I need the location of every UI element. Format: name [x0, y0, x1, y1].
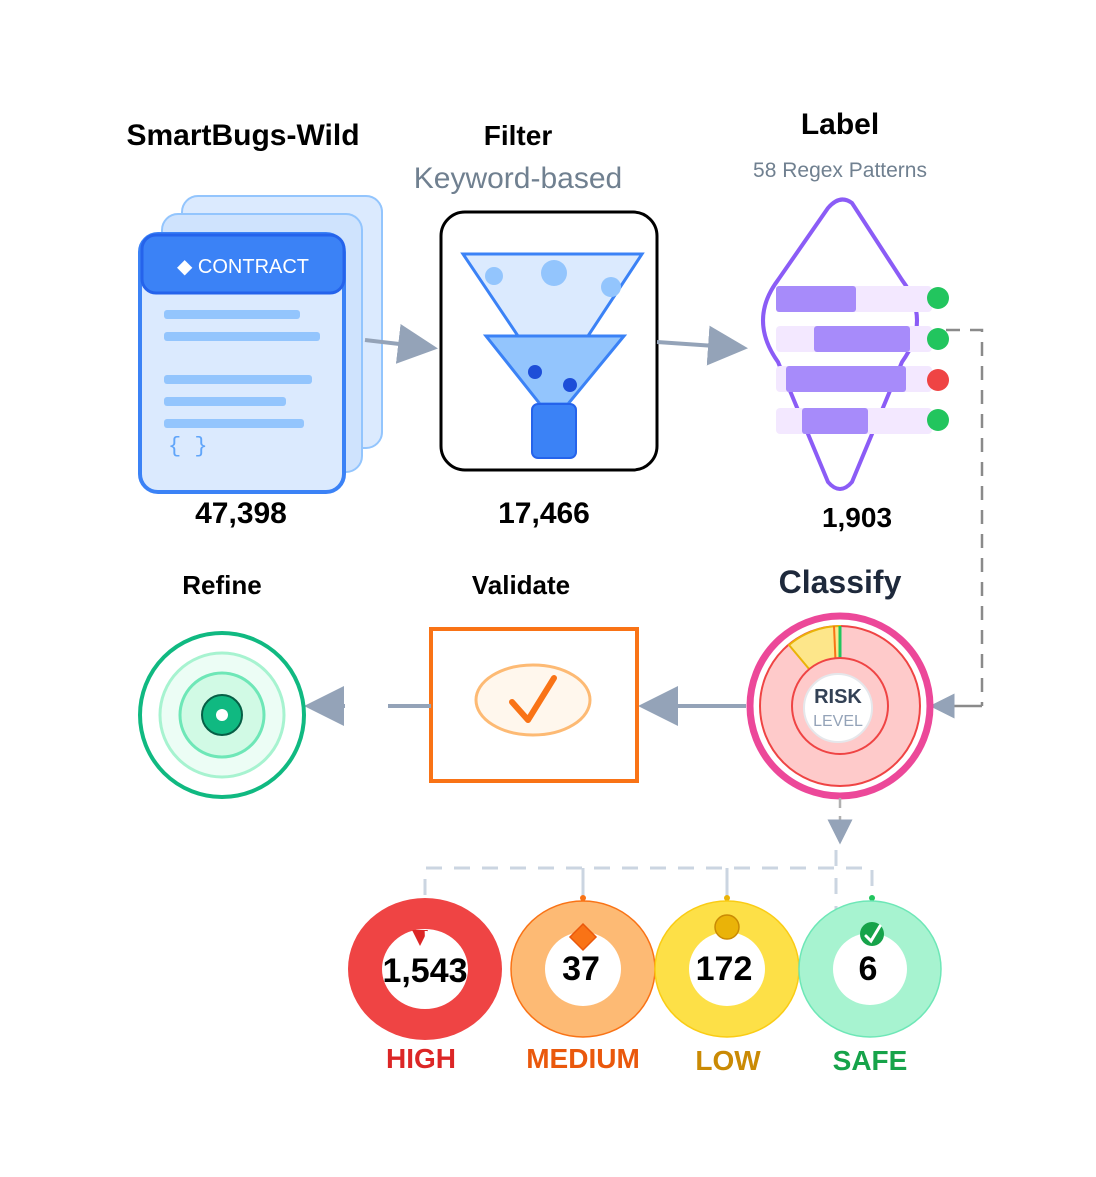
stage-refine: Refine	[138, 570, 306, 799]
arrow-filter-label	[656, 325, 748, 366]
check-badge-icon	[860, 922, 884, 946]
code-braces-icon: { }	[168, 434, 208, 459]
low-count: 172	[696, 950, 753, 988]
checkmark-icon	[474, 663, 592, 737]
safe-label: SAFE	[833, 1045, 908, 1076]
level-label: LEVEL	[813, 713, 863, 730]
label-subtitle: 58 Regex Patterns	[753, 159, 927, 182]
high-count: 1,543	[382, 952, 467, 990]
svg-text:!: !	[423, 928, 429, 948]
validate-title: Validate	[472, 570, 570, 600]
classify-title: Classify	[779, 564, 902, 600]
stage-source: SmartBugs-Wild ◆ CONTRACT { } 47,398	[126, 119, 383, 530]
category-high: ! 1,543 HIGH	[348, 898, 502, 1074]
category-low: 172 LOW	[654, 900, 800, 1076]
target-icon	[138, 631, 306, 799]
stage-classify: Classify RISK LEVEL	[746, 564, 934, 800]
filter-title: Filter	[484, 120, 553, 151]
low-label: LOW	[695, 1045, 761, 1076]
regex-rows-icon	[761, 197, 949, 491]
filter-subtitle: Keyword-based	[414, 162, 622, 195]
document-stack-icon: ◆ CONTRACT { }	[138, 195, 383, 494]
exclamation-flag-icon: !	[412, 928, 429, 948]
source-count: 47,398	[195, 497, 287, 530]
stage-label: Label 58 Regex Patterns 1,903	[753, 108, 949, 533]
high-label: HIGH	[386, 1043, 456, 1074]
medium-label: MEDIUM	[526, 1043, 640, 1074]
category-connectors	[423, 798, 875, 935]
medium-count: 37	[562, 950, 600, 988]
stage-filter: Filter Keyword-based 17,466	[414, 120, 659, 530]
label-title: Label	[801, 108, 879, 141]
circle-icon	[714, 914, 740, 940]
funnel-icon	[460, 252, 645, 459]
filter-count: 17,466	[498, 497, 590, 530]
category-safe: 6 SAFE	[798, 900, 942, 1076]
refine-title: Refine	[182, 570, 261, 600]
contract-label: ◆ CONTRACT	[177, 256, 309, 278]
stage-validate: Validate	[429, 570, 639, 783]
risk-label: RISK	[814, 686, 862, 708]
risk-donut-icon: RISK LEVEL	[746, 612, 934, 800]
safe-count: 6	[859, 950, 878, 988]
connector-label-classify	[946, 328, 984, 706]
diamond-icon	[568, 922, 598, 952]
source-title: SmartBugs-Wild	[126, 119, 359, 152]
label-count: 1,903	[822, 502, 892, 533]
category-medium: 37 MEDIUM	[510, 900, 656, 1074]
arrow-source-filter	[364, 323, 438, 364]
